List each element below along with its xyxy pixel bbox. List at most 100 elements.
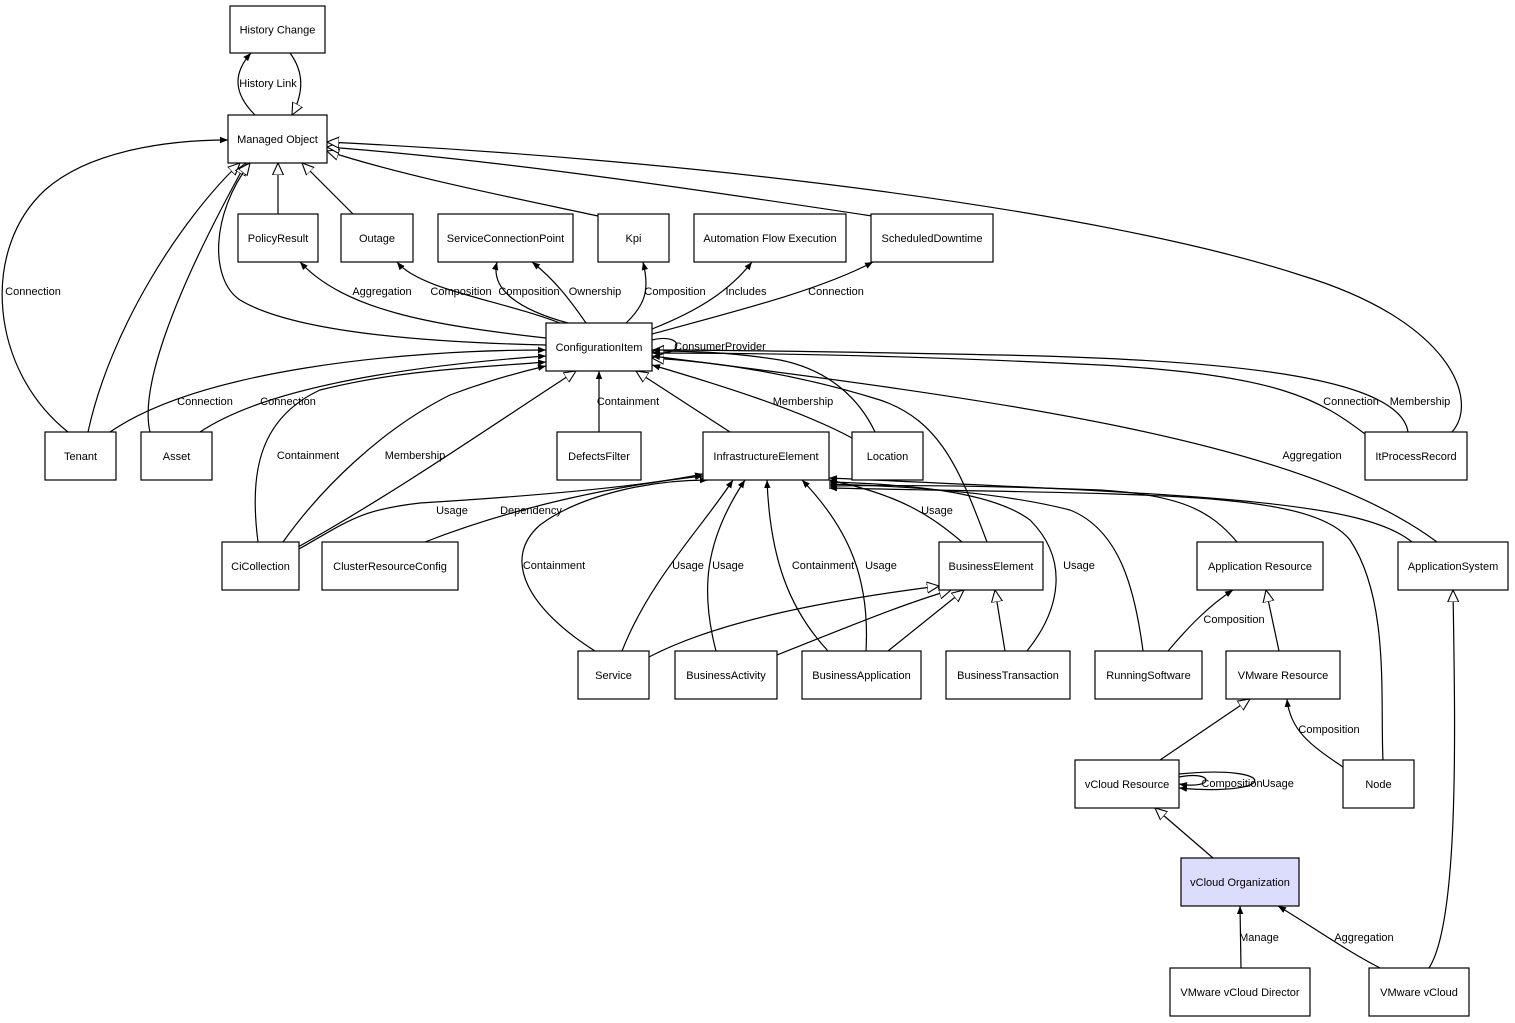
class-name-label: InfrastructureElement bbox=[713, 451, 818, 463]
class-name-label: BusinessElement bbox=[949, 561, 1034, 573]
edge-label-tenant-mo-connection: Connection bbox=[5, 286, 61, 298]
class-box bbox=[801, 650, 922, 700]
class-box bbox=[851, 431, 924, 481]
class-node-tenant[interactable]: Tenant bbox=[44, 431, 117, 481]
class-node-asset[interactable]: Asset bbox=[140, 431, 213, 481]
inheritance-edge-asset-mo-inherit bbox=[147, 163, 246, 433]
class-node-business-application[interactable]: BusinessApplication bbox=[801, 650, 922, 700]
class-name-label: History Change bbox=[240, 25, 316, 37]
relationship-edge-crc-ie-dependency bbox=[424, 473, 704, 543]
class-node-application-resource[interactable]: Application Resource bbox=[1196, 541, 1324, 591]
relationship-edge-tenant-ci-connection bbox=[109, 346, 547, 433]
class-node-outage[interactable]: Outage bbox=[340, 213, 414, 263]
relationship-edge-bapp-ie-usage bbox=[801, 479, 868, 652]
class-node-node[interactable]: Node bbox=[1342, 759, 1415, 809]
class-node-it-process-record[interactable]: ItProcessRecord bbox=[1364, 431, 1468, 481]
edge-label-ci-sched-connection: Connection bbox=[808, 286, 864, 298]
edge-label-itpr-ci-connection: Connection bbox=[1323, 396, 1379, 408]
class-node-application-system[interactable]: ApplicationSystem bbox=[1397, 541, 1509, 591]
class-node-cluster-resource-config[interactable]: ClusterResourceConfig bbox=[321, 541, 459, 591]
relationship-edge-bapp-ie-containment bbox=[764, 479, 829, 652]
class-name-label: Kpi bbox=[626, 233, 642, 245]
edge-label-bapp-ie-usage: Usage bbox=[865, 560, 897, 572]
inheritance-edge-itpr-mo-inherit bbox=[327, 142, 1462, 433]
class-node-business-transaction[interactable]: BusinessTransaction bbox=[945, 650, 1071, 700]
class-name-label: vCloud Resource bbox=[1085, 779, 1169, 791]
edge-label-vcr-self-composition: Composition bbox=[1201, 778, 1262, 790]
inheritance-edge-outage-mo-inherit bbox=[302, 163, 354, 215]
class-node-vmware-vcloud-director[interactable]: VMware vCloud Director bbox=[1169, 967, 1311, 1017]
class-name-label: ApplicationSystem bbox=[1408, 561, 1499, 573]
edge-label-ci-scp-composition: Composition bbox=[498, 286, 559, 298]
class-name-label: DefectsFilter bbox=[568, 451, 630, 463]
class-node-history-change[interactable]: History Change bbox=[229, 5, 326, 54]
class-box bbox=[1368, 967, 1470, 1017]
relationship-edge-as-ie-link bbox=[828, 475, 1413, 543]
class-name-label: ConfigurationItem bbox=[556, 342, 643, 354]
class-node-scheduled-downtime[interactable]: ScheduledDowntime bbox=[870, 213, 994, 263]
inheritance-edge-vco-vcr-inherit bbox=[1155, 808, 1214, 859]
class-node-kpi[interactable]: Kpi bbox=[597, 213, 670, 263]
relationship-edge-asset-ci-connection bbox=[199, 353, 547, 433]
inheritance-edge-tenant-mo-inherit bbox=[87, 163, 240, 433]
class-node-policy-result[interactable]: PolicyResult bbox=[237, 213, 319, 263]
class-node-vmware-vcloud[interactable]: VMware vCloud bbox=[1368, 967, 1470, 1017]
inheritance-edge-ba-be-inherit bbox=[776, 590, 951, 656]
edge-label-node-vmr-composition: Composition bbox=[1298, 724, 1359, 736]
relationship-edge-ba-ie-usage bbox=[706, 479, 746, 652]
class-name-label: vCloud Organization bbox=[1190, 877, 1290, 889]
relationship-edge-itpr-ci-membership bbox=[651, 346, 1409, 433]
class-node-business-activity[interactable]: BusinessActivity bbox=[674, 650, 778, 700]
class-node-business-element[interactable]: BusinessElement bbox=[938, 541, 1044, 591]
edge-label-cic-ie-usage: Usage bbox=[436, 505, 468, 517]
edge-label-be-ie-usage: Usage bbox=[921, 505, 953, 517]
class-node-service-connection-point[interactable]: ServiceConnectionPoint bbox=[437, 213, 574, 263]
class-node-defects-filter[interactable]: DefectsFilter bbox=[556, 431, 642, 481]
edge-label-ci-outage-composition: Composition bbox=[430, 286, 491, 298]
class-name-label: BusinessApplication bbox=[812, 670, 910, 682]
relationship-edge-itpr-ci-connection bbox=[651, 349, 1366, 435]
class-node-ci-collection[interactable]: CiCollection bbox=[221, 541, 300, 591]
class-box bbox=[556, 431, 642, 481]
class-node-vcloud-organization[interactable]: vCloud Organization bbox=[1180, 857, 1300, 907]
relationship-edge-cic-ci-membership bbox=[282, 364, 547, 543]
class-node-automation-flow-execution[interactable]: Automation Flow Execution bbox=[693, 213, 847, 263]
class-node-configuration-item[interactable]: ConfigurationItem bbox=[545, 322, 653, 372]
edge-label-ci-policy-aggregation: Aggregation bbox=[352, 286, 411, 298]
inheritance-edge-ie-ci-inherit bbox=[636, 371, 731, 433]
edge-label-ci-kpi-composition: Composition bbox=[644, 286, 705, 298]
class-node-managed-object[interactable]: Managed Object bbox=[227, 114, 328, 164]
class-node-running-software[interactable]: RunningSoftware bbox=[1094, 650, 1203, 700]
class-node-location[interactable]: Location bbox=[851, 431, 924, 481]
class-name-label: ItProcessRecord bbox=[1375, 451, 1456, 463]
relationship-edge-vcloud-vco-aggregation bbox=[1277, 905, 1381, 969]
relationship-edge-ci-afe-includes bbox=[651, 261, 753, 330]
class-node-vcloud-resource[interactable]: vCloud Resource bbox=[1074, 759, 1180, 809]
inheritance-edge-vcr-vmr-inherit bbox=[1159, 699, 1250, 761]
class-name-label: CiCollection bbox=[231, 561, 290, 573]
class-name-label: Application Resource bbox=[1208, 561, 1312, 573]
class-name-label: Location bbox=[867, 451, 909, 463]
class-box bbox=[1180, 857, 1300, 907]
class-node-infrastructure-element[interactable]: InfrastructureElement bbox=[702, 431, 830, 481]
relationship-edge-rs-ar-composition bbox=[1167, 589, 1234, 652]
inheritance-edge-sched-mo-inherit bbox=[327, 147, 873, 217]
edge-label-tenant-ci-connection: Connection bbox=[177, 396, 233, 408]
edge-label-history-link: History Link bbox=[239, 78, 297, 90]
relationship-edge-vcr-self-usage bbox=[1178, 771, 1256, 792]
edge-label-ci-consumer-provider: ConsumerProvider bbox=[674, 341, 766, 353]
edge-label-ba-ie-usage: Usage bbox=[712, 560, 744, 572]
class-box bbox=[321, 541, 459, 591]
class-box bbox=[237, 213, 319, 263]
relationship-edge-ci-scp-composition bbox=[491, 261, 569, 324]
edge-label-itpr-ci-membership: Membership bbox=[1390, 396, 1451, 408]
class-name-label: ServiceConnectionPoint bbox=[447, 233, 564, 245]
relationship-edge-ci-policy-aggregation bbox=[299, 261, 547, 339]
class-box bbox=[340, 213, 414, 263]
class-node-vmware-resource[interactable]: VMware Resource bbox=[1225, 650, 1341, 700]
edge-label-as-ci-aggregation: Aggregation bbox=[1282, 450, 1341, 462]
class-name-label: Node bbox=[1365, 779, 1391, 791]
class-node-service[interactable]: Service bbox=[577, 650, 650, 700]
class-box bbox=[437, 213, 574, 263]
